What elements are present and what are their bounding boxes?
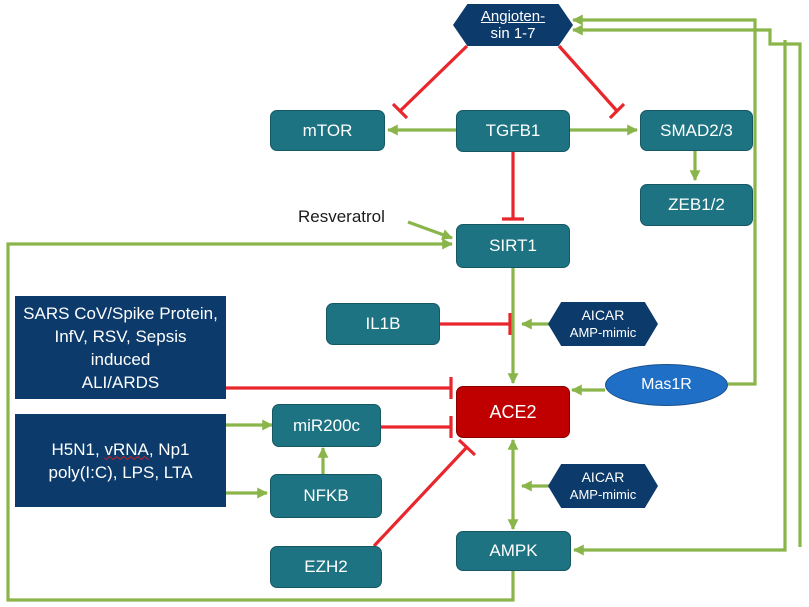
h5n1-line1-part-c: , Np1	[148, 439, 190, 459]
nfkb-node: NFKB	[270, 474, 382, 518]
edge-ezh2-inhibits-ace2	[372, 438, 477, 548]
il1b-node: IL1B	[326, 303, 440, 345]
h5n1-line1-vrna: vRNA	[104, 439, 149, 459]
zeb-node: ZEB1/2	[640, 184, 753, 226]
edge-ampk-feedback-right	[572, 40, 787, 556]
sars-line-4: ALI/ARDS	[81, 372, 160, 392]
zeb-label: ZEB1/2	[668, 195, 725, 214]
smad-node: SMAD2/3	[640, 110, 753, 151]
ezh2-node: EZH2	[270, 546, 382, 588]
angiotensin-node: Angioten- sin 1-7	[453, 4, 573, 46]
edge-angiotensin-inhibits-mtor	[391, 44, 469, 120]
edge-tgfb1-inhibits-sirt1	[502, 152, 524, 221]
il1b-label: IL1B	[365, 314, 401, 333]
h5n1-node: H5N1, vRNA, Np1 poly(I:C), LPS, LTA	[15, 414, 226, 507]
aicar-top-line2: AMP-mimic	[569, 325, 637, 340]
sirt1-node: SIRT1	[456, 224, 570, 268]
aicar-top-node: AICAR AMP-mimic	[548, 302, 658, 346]
mir200c-label: miR200c	[292, 415, 361, 435]
aicar-bottom-line1: AICAR	[581, 469, 625, 485]
tgfb1-label: TGFB1	[485, 121, 541, 140]
tgfb1-node: TGFB1	[456, 110, 570, 152]
sars-line-2: InfV, RSV, Sepsis	[54, 326, 187, 346]
aicar-bottom-line2: AMP-mimic	[569, 487, 637, 502]
sars-line-3: induced	[90, 349, 151, 369]
edge-resveratrol-activates-sirt1	[407, 220, 454, 240]
activation-edges	[6, 14, 802, 602]
nfkb-label: NFKB	[303, 486, 349, 505]
edge-ampk-activates-sirt1	[6, 238, 515, 602]
edge-angiotensin-inhibits-smad	[557, 44, 626, 120]
edge-il1b-inhibits-ace2	[440, 313, 512, 335]
aicar-bottom-node: AICAR AMP-mimic	[548, 464, 658, 508]
h5n1-line-1: H5N1, vRNA, Np1	[52, 438, 190, 461]
ezh2-label: EZH2	[304, 557, 348, 576]
edge-ali-ards-inhibits-ace2	[226, 377, 453, 399]
ace2-node: ACE2	[456, 386, 570, 438]
h5n1-line1-part-a: H5N1,	[51, 439, 105, 459]
ace2-label: ACE2	[489, 401, 537, 422]
angiotensin-label-line1: Angioten-	[480, 8, 546, 25]
ampk-label: AMPK	[489, 541, 538, 560]
edge-mir200c-inhibits-ace2	[381, 416, 453, 438]
mtor-node: mTOR	[270, 110, 385, 151]
smad-label: SMAD2/3	[660, 120, 733, 140]
ampk-node: AMPK	[456, 531, 571, 571]
mtor-label: mTOR	[302, 120, 353, 140]
aicar-top-line1: AICAR	[581, 307, 625, 323]
mas1r-label: Mas1R	[641, 376, 692, 393]
mir200c-node: miR200c	[272, 404, 381, 447]
sars-line-1: SARS CoV/Spike Protein,	[23, 303, 218, 323]
angiotensin-label-line2: sin 1-7	[490, 25, 536, 42]
mas1r-node: Mas1R	[605, 364, 728, 406]
resveratrol-label: Resveratrol	[298, 207, 385, 226]
edge-angiotensin-activates-ampk	[571, 24, 802, 547]
sirt1-label: SIRT1	[489, 236, 537, 255]
inhibition-edges	[226, 44, 626, 548]
h5n1-line-2: poly(I:C), LPS, LTA	[48, 462, 193, 482]
edge-mas1r-activates-angiotensin	[571, 14, 757, 386]
sars-ali-ards-node: SARS CoV/Spike Protein, InfV, RSV, Sepsi…	[15, 296, 226, 399]
